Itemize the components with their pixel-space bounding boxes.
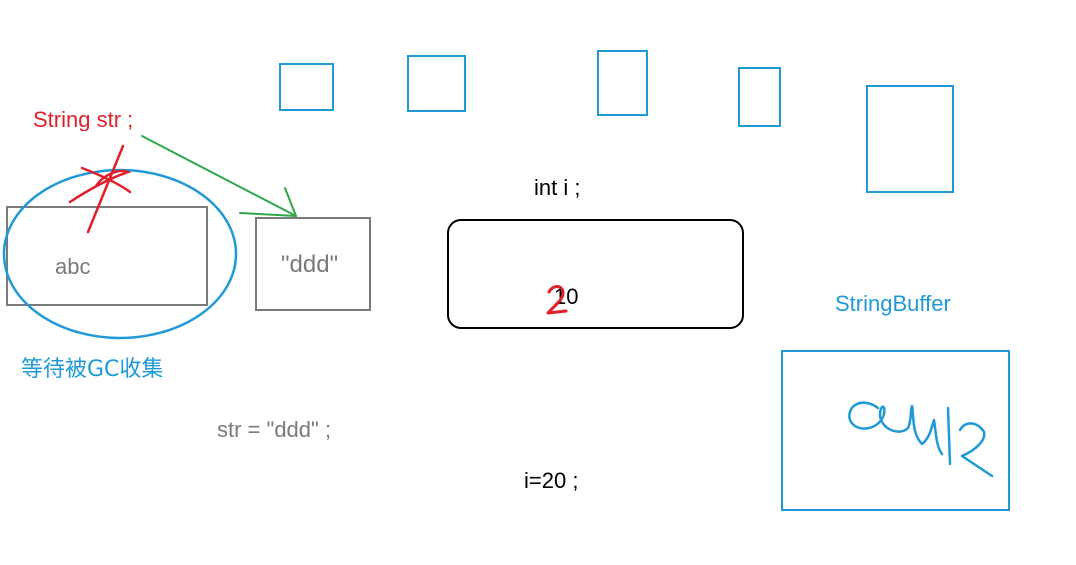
int-assignment-label: i=20 ; xyxy=(524,468,579,493)
string-declaration-label: String str ; xyxy=(33,107,134,131)
int-variable-box xyxy=(447,219,744,329)
gc-circle xyxy=(2,168,238,340)
abc-object-label: abc xyxy=(55,254,91,279)
blue-square-4 xyxy=(738,67,781,127)
blue-square-2 xyxy=(407,55,466,112)
blue-handwriting xyxy=(848,401,994,478)
red-scribble xyxy=(68,166,132,204)
abc-object-box xyxy=(6,206,208,306)
green-arrow-head xyxy=(239,187,297,217)
blue-square-3 xyxy=(597,50,648,116)
ddd-object-label: "ddd" xyxy=(281,251,339,278)
green-reference-arrow xyxy=(141,135,297,217)
blue-square-1 xyxy=(279,63,334,111)
string-buffer-box xyxy=(781,350,1010,511)
string-buffer-label: StringBuffer xyxy=(835,291,951,316)
ddd-object-box xyxy=(255,217,371,311)
int-declaration-label: int i ; xyxy=(534,175,581,200)
red-cross-mark xyxy=(86,144,125,234)
red-two-digit xyxy=(546,285,568,315)
gc-note-label: 等待被GC收集 xyxy=(21,357,164,382)
string-assignment-label: str = "ddd" ; xyxy=(217,417,332,442)
blue-square-5 xyxy=(866,85,954,193)
int-value-label: 10 xyxy=(554,284,579,309)
